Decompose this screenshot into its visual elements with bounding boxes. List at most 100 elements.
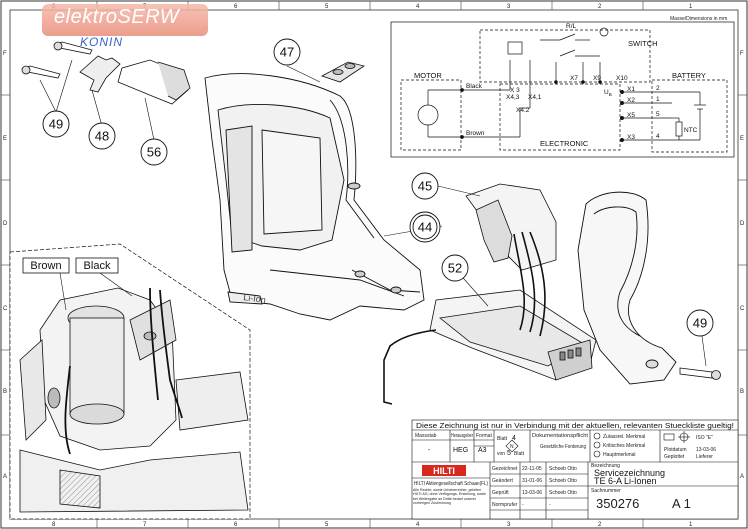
- slider-part: [320, 61, 365, 83]
- drawing-notice: Diese Zeichnung ist nur in Verbindung mi…: [416, 423, 734, 430]
- watermark-name: elektroSERW: [54, 6, 180, 28]
- svg-text:Black: Black: [84, 260, 111, 272]
- gezeichnet-label: Gezeichnet: [492, 466, 518, 472]
- sachnummer-label: Sachnummer: [591, 488, 621, 494]
- herausgeber-label: Herausgeber: [451, 433, 473, 439]
- terminal-x1: X1: [627, 86, 635, 93]
- detail-brown-label: Brown: [22, 257, 70, 274]
- battery-label: BATTERY: [672, 71, 706, 80]
- pin-2: 2: [656, 85, 660, 92]
- watermark-badge: [42, 4, 208, 36]
- terminal-x3b: X3: [627, 134, 635, 141]
- pin-5: 5: [656, 111, 660, 118]
- ruler-right-b: B: [740, 389, 744, 395]
- motor-label: MOTOR: [414, 71, 442, 80]
- von-value: 5: [507, 450, 511, 457]
- terminal-x3: X 3: [510, 87, 520, 94]
- ruler-right-d: D: [740, 221, 745, 227]
- plotdatum-value: 13-03-06: [696, 447, 716, 453]
- ruler-top-1: 1: [689, 4, 693, 10]
- format-label: Format: [476, 433, 492, 439]
- switch-rl-label: R/L: [566, 23, 577, 30]
- housing-half: [204, 73, 425, 321]
- ruler-right-a: A: [740, 474, 744, 480]
- svg-text:HILTI: HILTI: [433, 466, 455, 476]
- ruler-left-f: F: [3, 51, 7, 57]
- wiring-schematic: [390, 21, 735, 158]
- terminal-x43: X4,3: [506, 94, 520, 101]
- callout-47: 47: [273, 38, 301, 66]
- rights-note: Alle Rechte, sowie Urheberrechte, geleit…: [413, 488, 487, 506]
- ruler-top-3: 3: [507, 4, 511, 10]
- hilti-logo: HILTI: [422, 465, 466, 476]
- housing-li-ion-label: Li-Ion: [243, 292, 267, 305]
- geprueft-label: Geprüft: [492, 490, 509, 496]
- ruler-left-e: E: [3, 136, 7, 142]
- drawing-title-2: TE 6-A Li-Ionen: [594, 476, 657, 486]
- blatt2-label: Blatt: [514, 451, 525, 457]
- geandert-name: Schoeb Otto: [549, 478, 577, 484]
- ruler-left-d: D: [3, 221, 8, 227]
- svg-text:49: 49: [49, 117, 63, 132]
- normprufer-name: -: [549, 502, 551, 508]
- massstab-label: Massstab: [415, 433, 437, 439]
- ub-label: UB: [604, 89, 612, 97]
- gezeichnet-name: Schoeb Otto: [549, 466, 577, 472]
- massstab-value: -: [428, 447, 431, 454]
- ntc-label: NTC: [684, 127, 698, 134]
- gesetzliche-label: Gesetzliche Forderung: [540, 444, 586, 450]
- ruler-bottom-2: 2: [598, 522, 602, 528]
- switch-label: SWITCH: [628, 39, 658, 48]
- ruler-left-a: A: [3, 474, 7, 480]
- iso-label: ISO "E": [696, 435, 713, 441]
- ruler-bottom-4: 4: [416, 522, 420, 528]
- geprueft-date: 13-03-06: [522, 490, 542, 496]
- callout-49-left: 49: [42, 110, 70, 138]
- ruler-right-f: F: [740, 51, 744, 57]
- units-note: Masse/Dimensions in mm: [670, 16, 727, 22]
- svg-text:52: 52: [448, 261, 462, 276]
- callout-48: 48: [88, 122, 116, 150]
- terminal-x42: X4.2: [516, 107, 530, 114]
- part-number: 350276: [596, 496, 639, 511]
- ruler-bottom-3: 3: [507, 522, 511, 528]
- screw-part-right: [679, 335, 721, 380]
- electronics-wires: [383, 231, 546, 405]
- screw-part: [21, 41, 93, 79]
- n-symbol: N: [510, 444, 514, 450]
- company-label: HILTI Aktiengesellschaft Schaan(FL): [414, 481, 488, 487]
- callout-44: 44: [409, 211, 441, 243]
- ruler-bottom-7: 7: [143, 522, 147, 528]
- haupt-label: Hauptmerkmal: [603, 452, 636, 458]
- herausgeber-value: HEG: [453, 447, 468, 454]
- plotdatum-label: Plotdatum: [664, 447, 687, 453]
- callout-56: 56: [140, 138, 168, 166]
- drawing-title-1: Servicezeichnung: [594, 468, 665, 478]
- ruler-bottom-8: 8: [52, 522, 56, 528]
- svg-text:56: 56: [147, 145, 161, 160]
- ruler-bottom-5: 5: [325, 522, 329, 528]
- callout-52: 52: [441, 254, 469, 282]
- ruler-bottom-6: 6: [234, 522, 238, 528]
- svg-text:47: 47: [280, 45, 294, 60]
- handle-cover: [577, 191, 677, 385]
- geprueft-name: Schoeb Otto: [549, 490, 577, 496]
- svg-text:49: 49: [693, 316, 707, 331]
- ruler-left-c: C: [3, 306, 8, 312]
- ruler-top-6: 6: [234, 4, 238, 10]
- callout-49-right: 49: [686, 309, 714, 337]
- svg-text:Brown: Brown: [30, 260, 61, 272]
- bezeichnung-label: Bezeichnung: [591, 463, 620, 469]
- rights-note-box: Alle Rechte, sowie Urheberrechte, geleit…: [413, 488, 487, 506]
- callout-45: 45: [411, 172, 439, 200]
- leader-lines-left: [39, 59, 321, 141]
- normprufer-label: Normprufer: [492, 502, 518, 508]
- terminal-x9: X9: [593, 75, 601, 82]
- svg-text:45: 45: [418, 179, 432, 194]
- svg-text:44: 44: [418, 220, 432, 235]
- dok-label: Dokumentationspflicht: [532, 433, 589, 439]
- gezeichnet-date: 22-11-05: [522, 466, 542, 472]
